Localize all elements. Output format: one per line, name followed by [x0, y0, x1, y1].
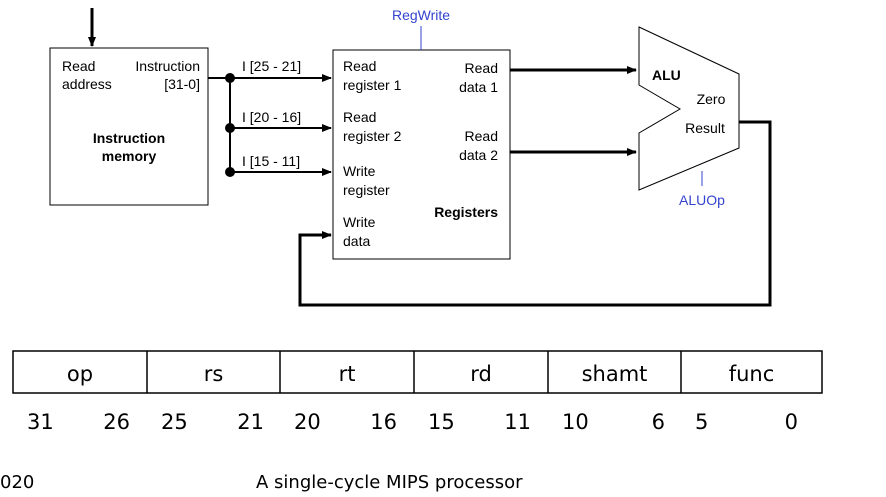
bit-label-hi: 5	[695, 410, 708, 434]
read-register-2-label: Read	[343, 109, 376, 125]
write-register-label: Write	[343, 163, 376, 179]
bit-label-lo: 21	[237, 410, 264, 434]
bit-label-lo: 11	[504, 410, 531, 434]
read-data-2-label: Read	[465, 128, 498, 144]
read-register-1-label-2: register 1	[343, 77, 402, 93]
bit-label-hi: 15	[428, 410, 455, 434]
read-data-1-label-2: data 1	[459, 79, 498, 95]
alu-title: ALU	[652, 67, 681, 83]
alu-shape	[638, 26, 740, 191]
imem-title-line1: Instruction	[93, 130, 165, 146]
instruction-memory-box	[49, 47, 209, 206]
bit-label-lo: 0	[785, 410, 798, 434]
registers-title: Registers	[434, 204, 498, 220]
bit-label-hi: 10	[562, 410, 589, 434]
imem-instruction-label: Instruction	[135, 58, 200, 74]
imem-address-label: address	[62, 76, 112, 92]
write-data-label-2: data	[343, 233, 370, 249]
registers-box	[332, 49, 511, 260]
bus-label-rd: I [15 - 11]	[242, 153, 300, 169]
imem-title-line2: memory	[102, 148, 157, 164]
aluop-label: ALUOp	[679, 192, 725, 208]
regwrite-label: RegWrite	[392, 7, 450, 23]
alu-zero-label: Zero	[697, 91, 726, 107]
bit-label-lo: 6	[652, 410, 665, 434]
format-field-func: func	[729, 362, 775, 386]
instruction-format-table: op 31 26 rs 25 21 rt 20 16 rd 15 11 shamt 10 6 func 5 0	[12, 350, 823, 434]
read-data-2-label-2: data 2	[459, 147, 498, 163]
bit-label-lo: 26	[103, 410, 130, 434]
bit-label-hi: 25	[161, 410, 188, 434]
alu-result-label: Result	[685, 120, 725, 136]
format-field-shamt: shamt	[582, 362, 648, 386]
bus-label-rs: I [25 - 21]	[242, 58, 301, 74]
format-field-rt: rt	[339, 362, 356, 386]
format-field-rd: rd	[470, 362, 492, 386]
format-table-border	[12, 350, 823, 394]
page-number: 020	[0, 472, 34, 493]
read-data-1-label: Read	[465, 60, 498, 76]
bit-label-hi: 31	[27, 410, 54, 434]
read-register-2-label-2: register 2	[343, 128, 402, 144]
format-field-rs: rs	[204, 362, 224, 386]
imem-range-label: [31-0]	[164, 76, 200, 92]
read-register-1-label: Read	[343, 58, 376, 74]
bus-label-rt: I [20 - 16]	[242, 109, 301, 125]
imem-read-label: Read	[62, 58, 95, 74]
format-field-op: op	[67, 362, 93, 386]
slide-title: A single-cycle MIPS processor	[256, 472, 523, 493]
writeback-wire	[298, 120, 772, 307]
write-register-label-2: register	[343, 182, 390, 198]
write-data-label: Write	[343, 214, 376, 230]
bit-label-hi: 20	[294, 410, 321, 434]
bit-label-lo: 16	[370, 410, 397, 434]
